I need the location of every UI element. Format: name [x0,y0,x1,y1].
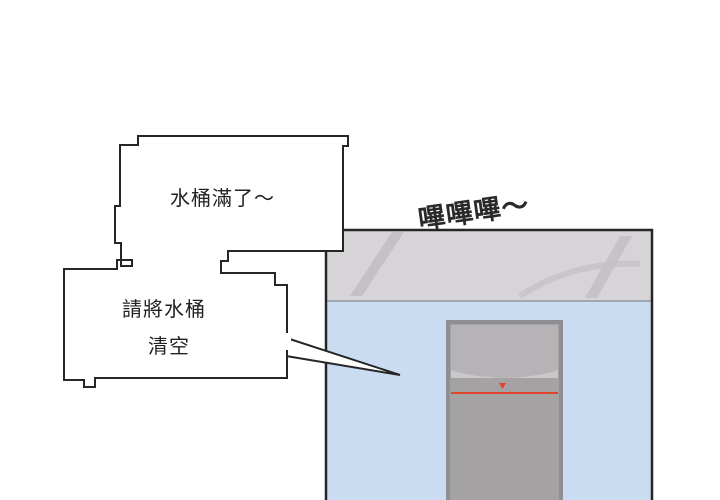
alarm-indicator [499,383,506,389]
speech-bubble-outline [63,135,349,388]
room-outline [324,228,654,500]
speech-bubble-bottom-line1: 請將水桶 [122,297,206,321]
ceiling-reflection [518,260,641,299]
speech-bubble-top-text: 水桶滿了～ [170,186,275,210]
machine-window [451,325,558,377]
ceiling-reflection [350,232,404,296]
speech-bubble-bottom-line2: 清空 [148,334,190,358]
machine-window-shade [451,370,558,378]
